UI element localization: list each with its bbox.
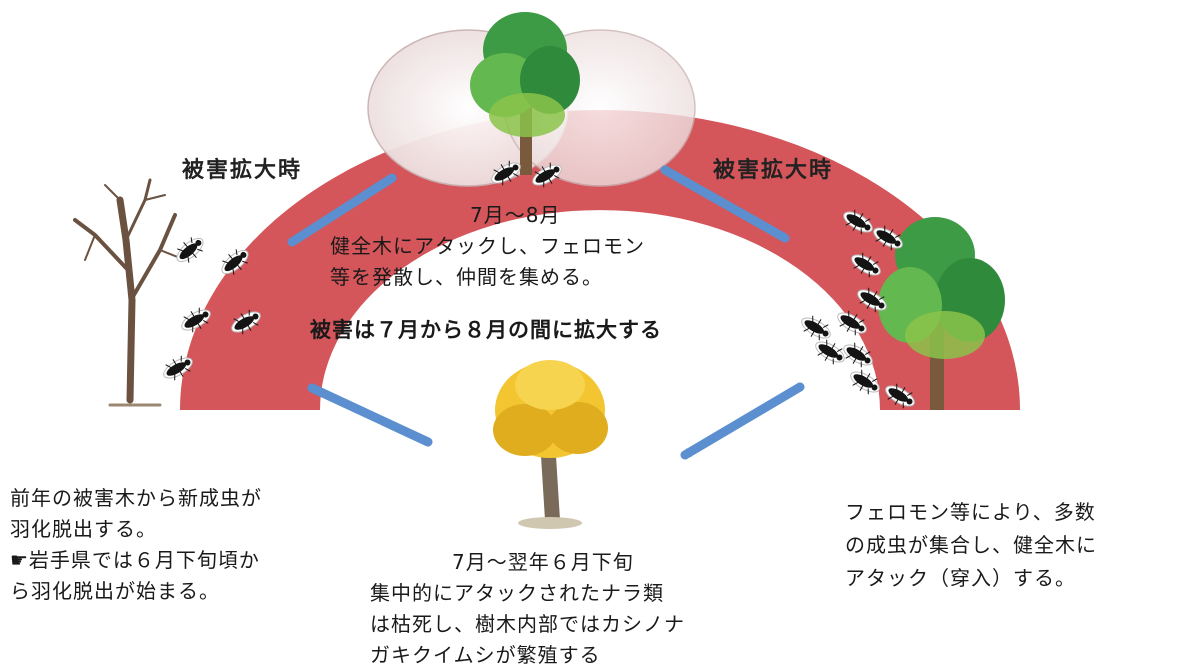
bottom-period: 7月～翌年６月下旬 (452, 550, 634, 574)
healthy-tree-icon-right (878, 217, 1005, 410)
damage-label-left: 被害拡大時 (182, 158, 303, 183)
right-text-line-2: の成虫が集合し、健全木に (845, 533, 1097, 557)
bottom-text-line-2: は枯死し、樹木内部ではカシノナ (370, 612, 685, 636)
left-text-line-3: ☛岩手県では６月下旬頃か (10, 548, 260, 572)
center-statement: 被害は７月から８月の間に拡大する (310, 318, 662, 342)
healthy-tree-icon-top (470, 12, 580, 175)
left-text-line-2: 羽化脱出する。 (10, 517, 157, 541)
top-desc-line-2: 等を発散し、仲間を集める。 (330, 265, 603, 289)
top-desc-line-1: 健全木にアタックし、フェロモン (330, 234, 645, 258)
bottom-text-line-1: 集中的にアタックされたナラ類 (370, 581, 664, 605)
right-text-line-3: アタック（穿入）する。 (845, 566, 1076, 590)
arrow-icon-lower-left (307, 383, 433, 447)
arrow-icon-upper-right (660, 165, 790, 243)
bottom-text-line-3: ガキクイムシが繁殖する (370, 643, 601, 667)
damage-label-right: 被害拡大時 (713, 158, 834, 183)
arrow-icon-upper-left (287, 173, 397, 247)
arrow-icon-lower-right (680, 382, 805, 460)
yellow-tree-icon (493, 360, 608, 529)
top-period: 7月～8月 (470, 203, 561, 227)
damage-arc-band (180, 110, 1020, 410)
left-text-line-4: ら羽化脱出が始まる。 (10, 579, 220, 603)
left-text-line-1: 前年の被害木から新成虫が (10, 486, 262, 510)
right-text-line-1: フェロモン等により、多数 (845, 500, 1096, 524)
dead-tree-icon (73, 178, 186, 407)
cycle-arrows (287, 165, 805, 460)
